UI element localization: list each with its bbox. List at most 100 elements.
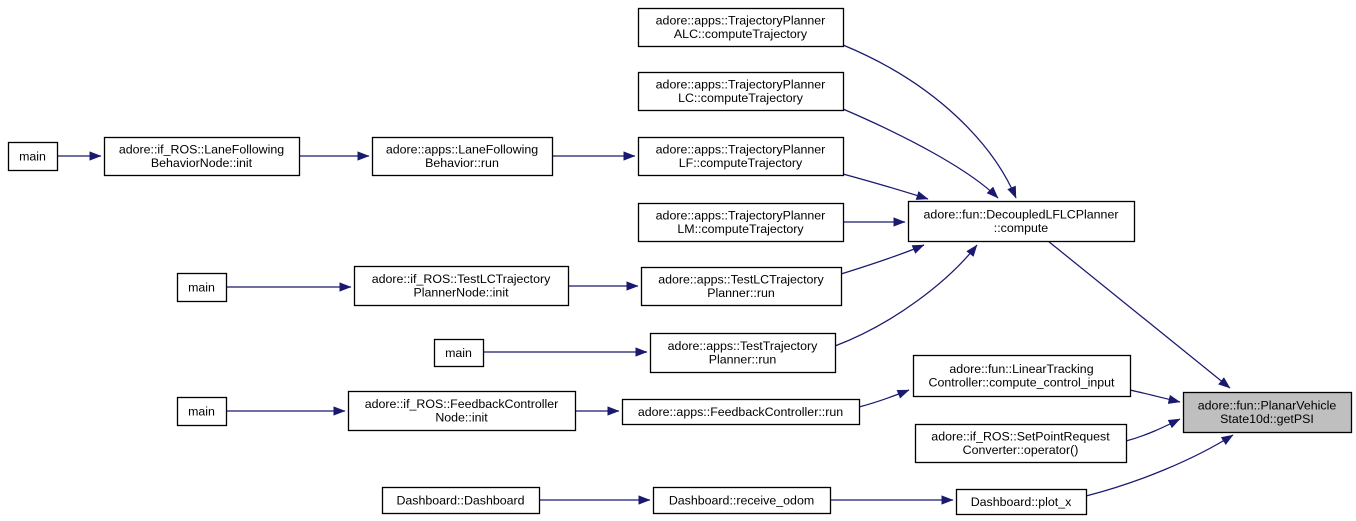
node-label-line: main — [188, 404, 215, 418]
node-label-line: adore::fun::DecoupledLFLCPlanner — [924, 208, 1119, 222]
node-label-dashboard-dashboard: Dashboard::Dashboard — [396, 493, 524, 507]
node-main-4[interactable]: main — [176, 396, 228, 427]
node-box-testtrajectory-planner-run — [649, 332, 837, 374]
node-box-lineartracking-controller-compute-control-input — [912, 354, 1132, 398]
node-label-line: adore::fun::PlanarVehicle — [1198, 399, 1337, 413]
node-box-dashboard-receive-odom — [652, 486, 832, 515]
node-box-trajectoryplanner-lc-computetrajectory — [637, 71, 845, 112]
node-box-planarvehicle-state10d-getpsi — [1182, 391, 1353, 434]
node-label-line: Dashboard::receive_odom — [669, 493, 814, 507]
node-label-line: Dashboard::Dashboard — [396, 493, 524, 507]
node-label-line: adore::apps::TrajectoryPlanner — [656, 78, 826, 92]
node-box-setpointrequest-converter-operator — [914, 423, 1128, 464]
node-label-main-2: main — [188, 280, 215, 294]
node-dashboard-dashboard[interactable]: Dashboard::Dashboard — [381, 486, 541, 515]
node-box-trajectoryplanner-lf-computetrajectory — [637, 136, 845, 177]
node-box-dashboard-dashboard — [381, 486, 541, 515]
edge-feedbackcontroller-run-to-lineartracking-controller-compute-control-input — [858, 389, 910, 408]
node-main-2[interactable]: main — [176, 272, 228, 303]
node-label-line: ALC::computeTrajectory — [674, 27, 808, 41]
node-box-trajectoryplanner-alc-computetrajectory — [637, 7, 845, 48]
node-label-line: BehaviorNode::init — [151, 156, 253, 170]
node-label-line: main — [445, 346, 472, 360]
node-label-line: adore::if_ROS::LaneFollowing — [119, 143, 284, 157]
node-label-line: adore::fun::LinearTracking — [949, 362, 1093, 376]
node-label-line: main — [188, 280, 215, 294]
node-dashboard-plot-x[interactable]: Dashboard::plot_x — [955, 488, 1088, 516]
node-feedbackcontroller-run[interactable]: adore::apps::FeedbackController::run — [621, 398, 861, 426]
edge-trajectoryplanner-lc-computetrajectory-to-decoupledlflcplanner-compute — [842, 108, 999, 199]
node-label-line: ::compute — [994, 221, 1049, 235]
node-label-line: main — [19, 149, 46, 163]
node-main-3[interactable]: main — [433, 338, 485, 368]
edge-testlctrajectory-planner-run-to-decoupledlflcplanner-compute — [840, 244, 925, 275]
node-label-line: adore::apps::TestTrajectory — [668, 339, 818, 353]
node-box-testlctrajectory-plannernode-init — [353, 265, 570, 307]
node-label-line: adore::apps::TrajectoryPlanner — [656, 209, 826, 223]
node-box-main-4 — [176, 396, 228, 427]
node-dashboard-receive-odom[interactable]: Dashboard::receive_odom — [652, 486, 832, 515]
edge-decoupledlflcplanner-compute-to-planarvehicle-state10d-getpsi — [1047, 240, 1231, 389]
node-box-decoupledlflcplanner-compute — [907, 200, 1136, 243]
node-box-testlctrajectory-planner-run — [640, 266, 843, 307]
node-label-line: State10d::getPSI — [1220, 412, 1314, 426]
node-label-line: LM::computeTrajectory — [677, 222, 804, 236]
node-label-line: adore::apps::FeedbackController::run — [638, 405, 843, 419]
edge-setpointrequest-converter-operator-to-planarvehicle-state10d-getpsi — [1125, 418, 1181, 442]
node-label-line: Node::init — [435, 410, 488, 424]
edge-dashboard-plot-x-to-planarvehicle-state10d-getpsi — [1085, 434, 1234, 497]
node-label-line: Planner::run — [709, 352, 777, 366]
node-box-feedbackcontroller-run — [621, 398, 861, 426]
node-label-main-3: main — [445, 346, 472, 360]
node-label-line: adore::if_ROS::TestLCTrajectory — [372, 272, 551, 286]
node-label-main-1: main — [19, 149, 46, 163]
node-box-dashboard-plot-x — [955, 488, 1088, 516]
edge-lineartracking-controller-compute-control-input-to-planarvehicle-state10d-getpsi — [1129, 389, 1181, 404]
node-box-lanefollowing-behavior-run — [371, 136, 554, 177]
node-label-line: adore::if_ROS::FeedbackController — [365, 397, 559, 411]
edge-testtrajectory-planner-run-to-decoupledlflcplanner-compute — [834, 244, 978, 347]
node-label-line: adore::apps::LaneFollowing — [386, 143, 538, 157]
node-label-feedbackcontroller-run: adore::apps::FeedbackController::run — [638, 405, 843, 419]
node-box-main-2 — [176, 272, 228, 303]
node-label-line: Controller::compute_control_input — [929, 375, 1116, 389]
node-label-dashboard-plot-x: Dashboard::plot_x — [971, 495, 1072, 509]
node-label-decoupledlflcplanner-compute: adore::fun::DecoupledLFLCPlanner::comput… — [924, 208, 1119, 235]
node-decoupledlflcplanner-compute[interactable]: adore::fun::DecoupledLFLCPlanner::comput… — [907, 200, 1136, 243]
node-box-feedbackcontroller-node-init — [347, 390, 577, 432]
node-label-line: adore::apps::TrajectoryPlanner — [656, 143, 826, 157]
node-label-main-4: main — [188, 404, 215, 418]
edges-layer — [57, 44, 1234, 505]
node-label-line: PlannerNode::init — [413, 285, 509, 299]
node-label-line: adore::if_ROS::SetPointRequest — [931, 430, 1110, 444]
node-label-line: LC::computeTrajectory — [678, 91, 804, 105]
node-label-dashboard-receive-odom: Dashboard::receive_odom — [669, 493, 814, 507]
node-main-1[interactable]: main — [7, 141, 59, 172]
